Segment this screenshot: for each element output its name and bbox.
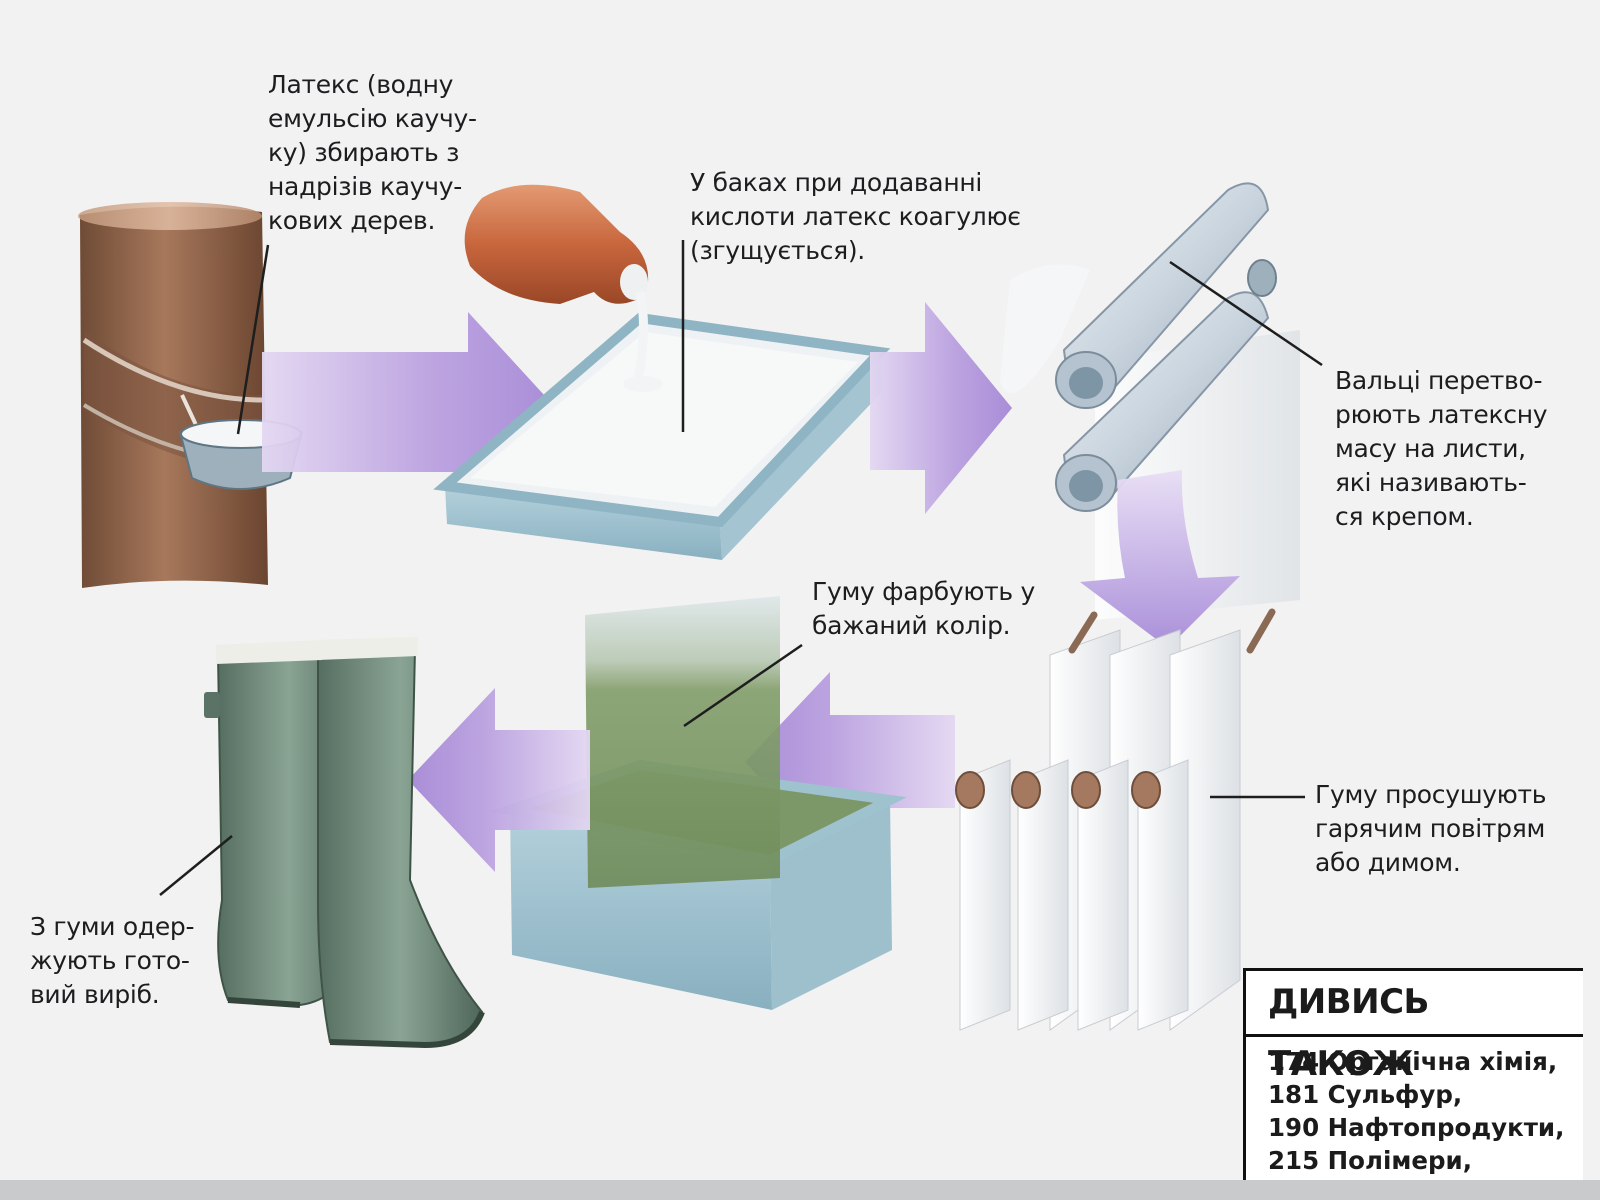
label-line: або димом. bbox=[1315, 848, 1461, 877]
rubber-boots-icon bbox=[204, 637, 485, 1049]
label-line: кових дерев. bbox=[268, 206, 436, 235]
label-line: надрізів каучу- bbox=[268, 172, 462, 201]
leader-line-latex bbox=[236, 244, 270, 435]
label-line: кислоти латекс коагулює bbox=[690, 202, 1021, 231]
page-bottom-strip bbox=[0, 1180, 1600, 1200]
see-also-item[interactable]: 181 Сульфур, bbox=[1268, 1080, 1463, 1109]
label-line: гарячим повітрям bbox=[1315, 814, 1546, 843]
coagulation-tank-icon bbox=[433, 312, 891, 560]
see-also-item[interactable]: 190 Нафтопродукти, bbox=[1268, 1113, 1565, 1142]
label-line: емульсію каучу- bbox=[268, 104, 477, 133]
label-drying: Гуму просушують гарячим повітрям або дим… bbox=[1315, 778, 1547, 880]
label-tank-coagulation: У баках при додаванні кислоти латекс коа… bbox=[690, 166, 1021, 268]
see-also-list: 174 Органічна хімія, 181 Сульфур, 190 На… bbox=[1268, 1045, 1564, 1177]
label-line: жують гото- bbox=[30, 946, 190, 975]
label-line: З гуми одер- bbox=[30, 912, 195, 941]
label-line: масу на листи, bbox=[1335, 434, 1526, 463]
label-line: Гуму фарбують у bbox=[812, 577, 1036, 606]
see-also-box: ДИВИСЬ ТАКОЖ 174 Органічна хімія, 181 Су… bbox=[1243, 968, 1583, 1185]
process-arrow-3 bbox=[1080, 470, 1240, 648]
label-latex-collection: Латекс (водну емульсію каучу- ку) збираю… bbox=[268, 68, 477, 238]
label-rollers: Вальці перетво- рюють латексну масу на л… bbox=[1335, 364, 1548, 534]
drying-rack-icon bbox=[955, 608, 1276, 1031]
acid-bottle-icon bbox=[464, 184, 663, 392]
process-arrow-5 bbox=[408, 688, 590, 872]
leader-line-dye bbox=[683, 643, 803, 728]
label-line: які називають- bbox=[1335, 468, 1527, 497]
leader-line-product bbox=[159, 835, 233, 896]
see-also-title: ДИВИСЬ ТАКОЖ bbox=[1246, 971, 1583, 1084]
label-line: Латекс (водну bbox=[268, 70, 454, 99]
label-line: Гуму просушують bbox=[1315, 780, 1547, 809]
label-line: вий виріб. bbox=[30, 980, 160, 1009]
see-also-item[interactable]: 174 Органічна хімія, bbox=[1268, 1047, 1558, 1076]
dye-tank-icon bbox=[490, 596, 907, 1010]
label-line: У баках при додаванні bbox=[690, 168, 983, 197]
label-line: (згущується). bbox=[690, 236, 865, 265]
label-line: Вальці перетво- bbox=[1335, 366, 1543, 395]
label-final-product: З гуми одер- жують гото- вий виріб. bbox=[30, 910, 195, 1012]
leader-line-rollers bbox=[1169, 260, 1323, 367]
label-dyeing: Гуму фарбують у бажаний колір. bbox=[812, 575, 1035, 643]
label-line: ся крепом. bbox=[1335, 502, 1474, 531]
label-line: бажаний колір. bbox=[812, 611, 1011, 640]
process-arrow-2 bbox=[870, 302, 1012, 514]
see-also-item[interactable]: 215 Полімери, bbox=[1268, 1146, 1473, 1175]
roller-mill-icon bbox=[1000, 182, 1300, 620]
label-line: рюють латексну bbox=[1335, 400, 1548, 429]
label-line: ку) збирають з bbox=[268, 138, 460, 167]
